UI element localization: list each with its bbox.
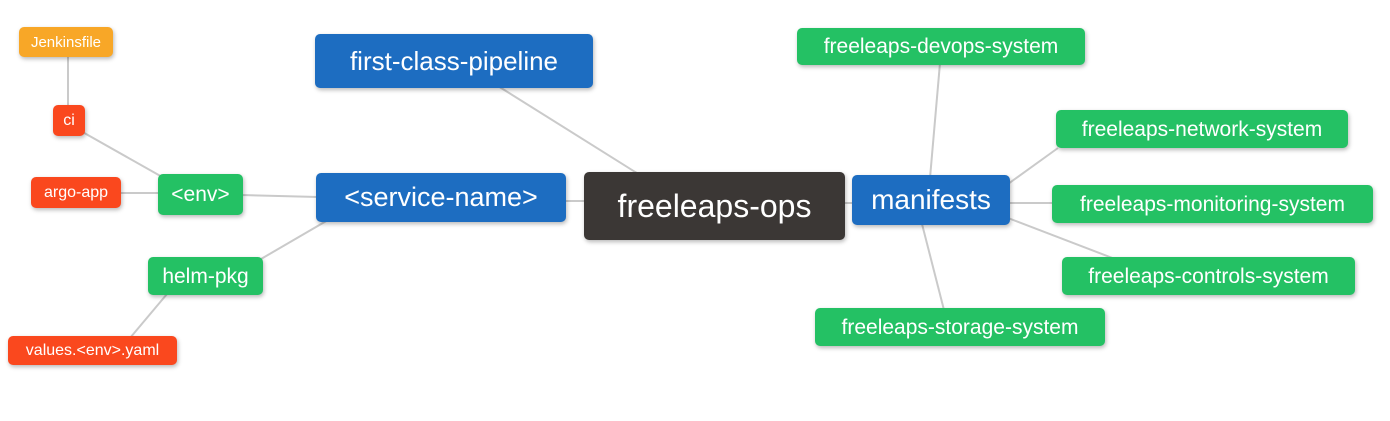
node-env[interactable]: <env> [158,174,243,215]
edge-service-name-helm-pkg [260,219,329,260]
node-manifests[interactable]: manifests [852,175,1010,225]
edge-ci-env [78,129,165,179]
node-freeleaps-controls-system[interactable]: freeleaps-controls-system [1062,257,1355,295]
edge-manifests-storage-system [921,223,945,311]
node-first-class-pipeline[interactable]: first-class-pipeline [315,34,593,88]
node-freeleaps-devops-system[interactable]: freeleaps-devops-system [797,28,1085,65]
edge-pipeline-freeleaps-ops [497,85,641,176]
node-argo-app[interactable]: argo-app [31,177,121,208]
edge-env-service-name [240,194,319,198]
node-service-name[interactable]: <service-name> [316,173,566,222]
node-freeleaps-storage-system[interactable]: freeleaps-storage-system [815,308,1105,346]
node-helm-pkg[interactable]: helm-pkg [148,257,263,295]
node-ci[interactable]: ci [53,105,85,136]
edge-manifests-network-system [1007,147,1059,185]
node-values-env-yaml[interactable]: values.<env>.yaml [8,336,177,365]
node-jenkinsfile[interactable]: Jenkinsfile [19,27,113,57]
node-freeleaps-ops-root[interactable]: freeleaps-ops [584,172,845,240]
node-freeleaps-monitoring-system[interactable]: freeleaps-monitoring-system [1052,185,1373,223]
edge-manifests-controls-system [1007,217,1116,260]
edge-helm-pkg-values [129,293,168,339]
node-freeleaps-network-system[interactable]: freeleaps-network-system [1056,110,1348,148]
edge-manifests-devops-system [929,62,941,179]
